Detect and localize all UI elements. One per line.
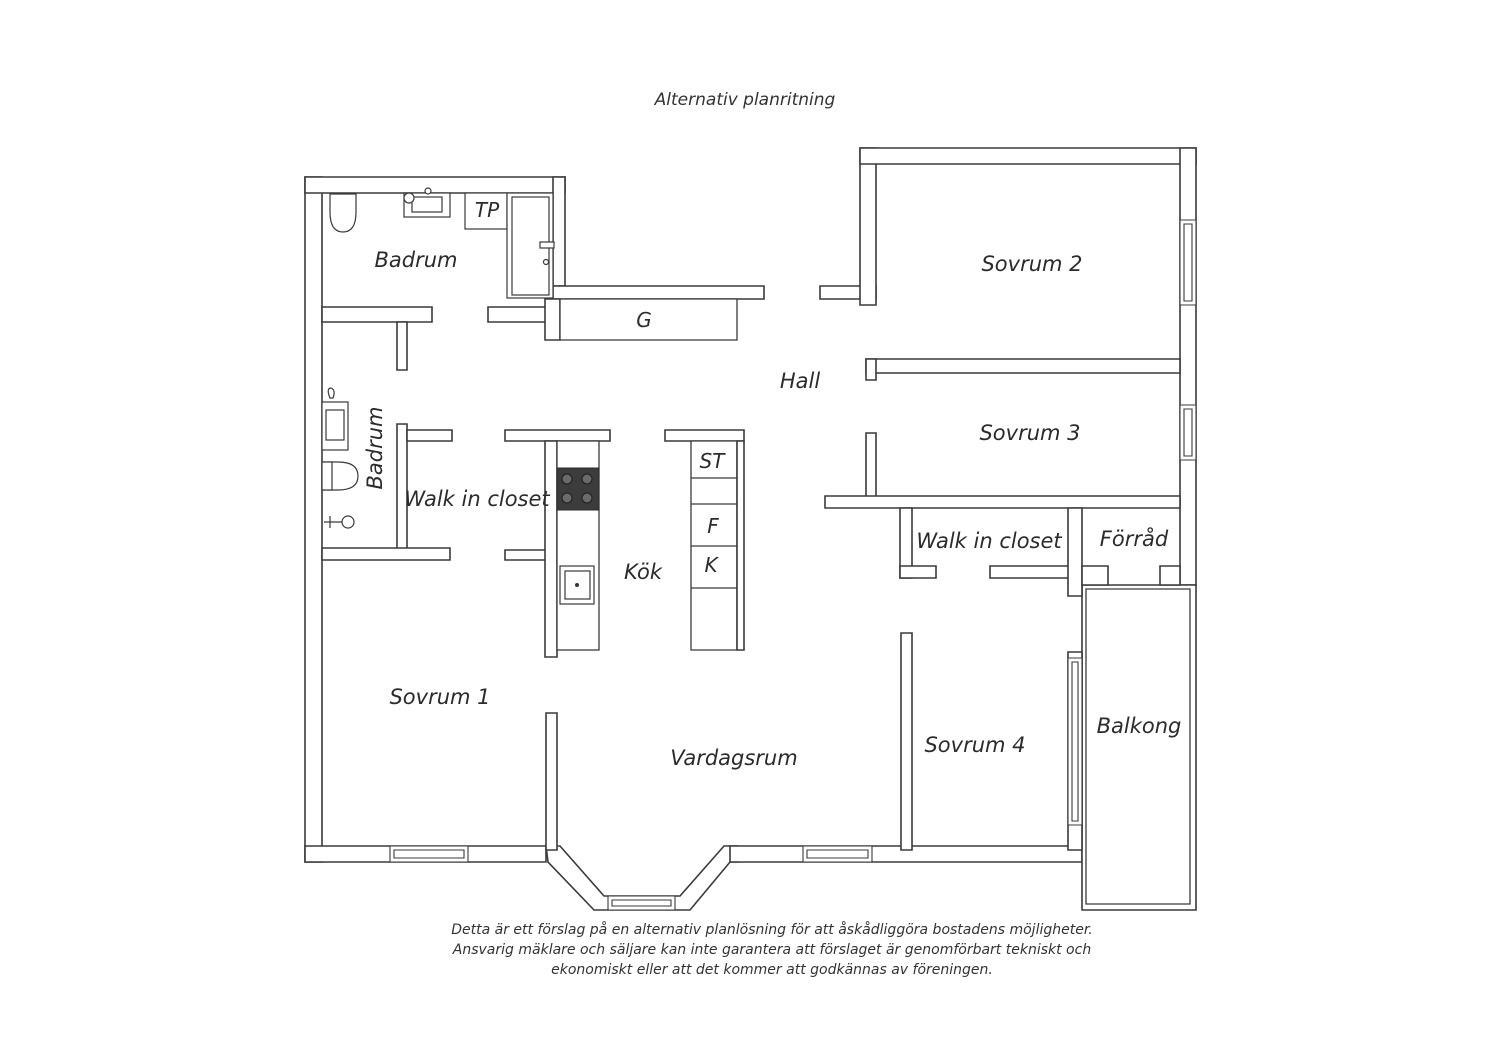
room-label-hall: Hall xyxy=(780,369,820,393)
room-label-balkong: Balkong xyxy=(1097,714,1182,738)
room-label-badrum: Badrum xyxy=(374,248,457,272)
balcony xyxy=(1081,584,1197,911)
room-label-f: F xyxy=(707,514,719,538)
room-label-sovrum-2: Sovrum 2 xyxy=(981,252,1082,276)
disclaimer-line-1: Detta är ett förslag på en alternativ pl… xyxy=(451,921,1093,938)
room-label-sovrum-1: Sovrum 1 xyxy=(389,685,490,709)
bathroom-fixtures xyxy=(321,187,555,529)
room-label-walk-in-closet-2: Walk in closet xyxy=(916,529,1062,553)
room-label-st: ST xyxy=(700,449,727,473)
room-label-sovrum-4: Sovrum 4 xyxy=(924,733,1025,757)
room-labels: Badrum TP G Hall Badrum Walk in closet K… xyxy=(363,198,1181,770)
tp-cabinet xyxy=(464,192,508,230)
toilet-icon xyxy=(329,193,357,233)
windows xyxy=(389,219,1197,911)
room-label-k: K xyxy=(704,553,719,577)
disclaimer-line-3: ekonomiskt eller att det kommer att godk… xyxy=(551,962,993,978)
room-label-forrad: Förråd xyxy=(1100,526,1169,551)
plan-title: Alternativ planritning xyxy=(654,90,836,110)
kitchen-fixtures xyxy=(556,440,737,651)
disclaimer: Detta är ett förslag på en alternativ pl… xyxy=(451,921,1093,978)
room-label-kok: Kök xyxy=(624,560,663,584)
disclaimer-line-2: Ansvarig mäklare och säljare kan inte ga… xyxy=(452,942,1091,958)
room-label-vardagsrum: Vardagsrum xyxy=(670,746,797,770)
room-label-badrum-2: Badrum xyxy=(363,406,387,489)
room-label-g: G xyxy=(636,308,652,332)
room-label-walk-in-closet: Walk in closet xyxy=(404,487,550,511)
room-label-sovrum-3: Sovrum 3 xyxy=(979,421,1080,445)
room-label-tp: TP xyxy=(475,198,500,222)
shower-icon xyxy=(341,515,355,529)
stove-icon xyxy=(556,467,600,511)
